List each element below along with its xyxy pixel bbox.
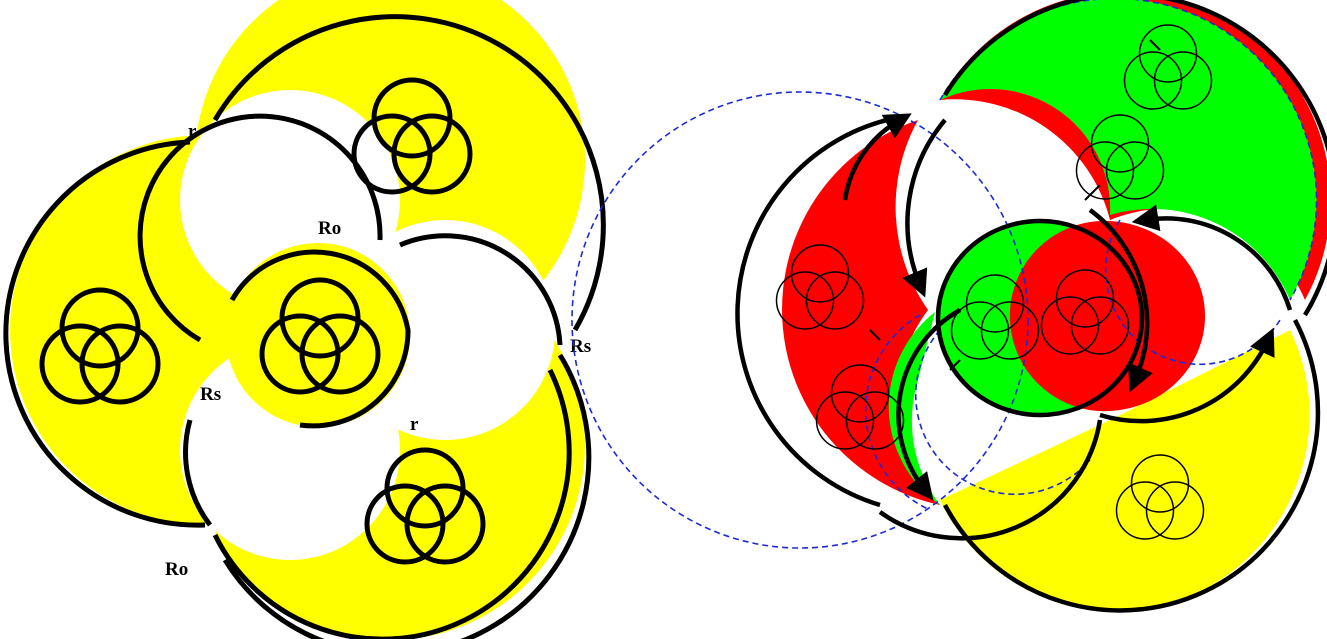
outline-top-right: [212, 14, 606, 332]
arc-top-outer: [943, 0, 1327, 317]
inner-arc-right: [399, 233, 563, 346]
label-rs-left: Rs: [200, 384, 221, 405]
label-ro-bottom: Ro: [165, 559, 188, 580]
lobe-yellow-body: [940, 335, 1309, 611]
right-diagram: [571, 0, 1327, 613]
lobe-green-top: [940, 0, 1317, 300]
outline-left: [3, 139, 206, 528]
dashed-arc-top: [939, 0, 1318, 301]
label-r-top: r: [188, 121, 197, 142]
dashed-arc-inner: [914, 329, 1091, 496]
dashed-arc-left: [864, 314, 931, 511]
central-outline: [229, 249, 411, 429]
left-diagram: r Ro Rs Rs r Ro: [3, 0, 606, 639]
label-ro-center: Ro: [318, 218, 341, 239]
arc-bottom: [878, 419, 1103, 541]
inner-arc-left-lower: [183, 419, 212, 527]
arc-top-arrow: [842, 113, 912, 201]
inner-arc-bottom: [212, 368, 572, 639]
arc-inner-right: [1088, 208, 1153, 393]
arc-left-outer: [735, 115, 896, 508]
arc-right-outer: [943, 318, 1321, 613]
crossing-mark-3: [949, 359, 961, 371]
arc-inner-bottom: [1099, 327, 1275, 424]
arc-right-arrow: [1131, 204, 1293, 311]
lobe-green-left: [888, 312, 940, 505]
crossing-mark-1: [1084, 184, 1101, 201]
label-r-lower: r: [410, 414, 419, 435]
central-outline-right: [935, 218, 1145, 418]
crossing-mark-2: [869, 329, 881, 341]
dashed-circle-large: [571, 91, 1029, 549]
label-rs-right: Rs: [570, 336, 591, 357]
arc-inner-top: [902, 118, 947, 298]
crossing-mark-4: [1149, 39, 1161, 51]
central-lobe: [226, 243, 410, 427]
outline-bottom-right: [222, 353, 592, 639]
dashed-arc-right: [1104, 219, 1281, 366]
